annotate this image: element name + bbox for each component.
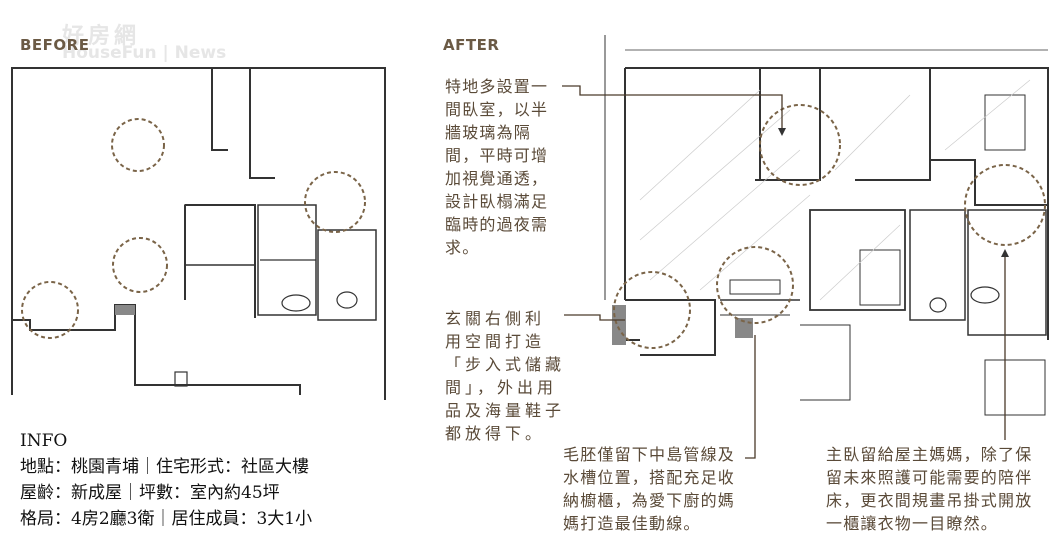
highlight-circle bbox=[613, 271, 691, 349]
after-highlight-circles bbox=[613, 104, 1046, 349]
highlight-circle bbox=[304, 171, 366, 233]
info-title: INFO bbox=[20, 431, 68, 451]
annotation-master-bedroom: 主臥留給屋主媽媽，除了保 留未來照護可能需要的陪伴 床，更衣間規畫吊掛式開放 一… bbox=[826, 445, 1033, 533]
highlight-circle bbox=[111, 118, 165, 172]
highlight-circle bbox=[21, 281, 79, 339]
watermark-logo: 好房網 HouseFun | News bbox=[62, 24, 227, 63]
info-line: 格局：4房2廳3衛｜居住成員：3大1小 bbox=[20, 509, 313, 529]
leader-lines bbox=[562, 85, 1006, 459]
highlight-circle bbox=[964, 164, 1046, 246]
after-plan bbox=[604, 35, 1049, 416]
annotation-kitchen-island: 毛胚僅留下中島管線及 水槽位置，搭配充足收 納櫥櫃，為愛下廚的媽 媽打造最佳動線… bbox=[563, 445, 736, 533]
after-hatching bbox=[639, 79, 1031, 301]
before-plan bbox=[11, 67, 386, 400]
highlight-circle bbox=[759, 104, 841, 186]
before-highlight-circles bbox=[21, 118, 366, 339]
info-line: 地點：桃園青埔｜住宅形式：社區大樓 bbox=[20, 457, 309, 477]
highlight-circle bbox=[716, 246, 794, 324]
after-label: AFTER bbox=[443, 36, 500, 54]
before-label: BEFORE bbox=[20, 36, 90, 54]
highlight-circle bbox=[112, 237, 168, 293]
info-panel: INFO 地點：桃園青埔｜住宅形式：社區大樓 屋齡：新成屋｜坪數：室內約45坪 … bbox=[20, 428, 312, 532]
annotation-extra-bedroom: 特地多設置一 間臥室，以半 牆玻璃為隔 間，平時可增 加視覺通透， 設計臥榻滿足… bbox=[445, 77, 549, 257]
annotation-walk-in-storage: 玄關右側利 用空間打造 「步入式儲藏 間」，外出用 品及海量鞋子 都放得下。 bbox=[445, 309, 566, 443]
info-line: 屋齡：新成屋｜坪數：室內約45坪 bbox=[20, 483, 280, 503]
